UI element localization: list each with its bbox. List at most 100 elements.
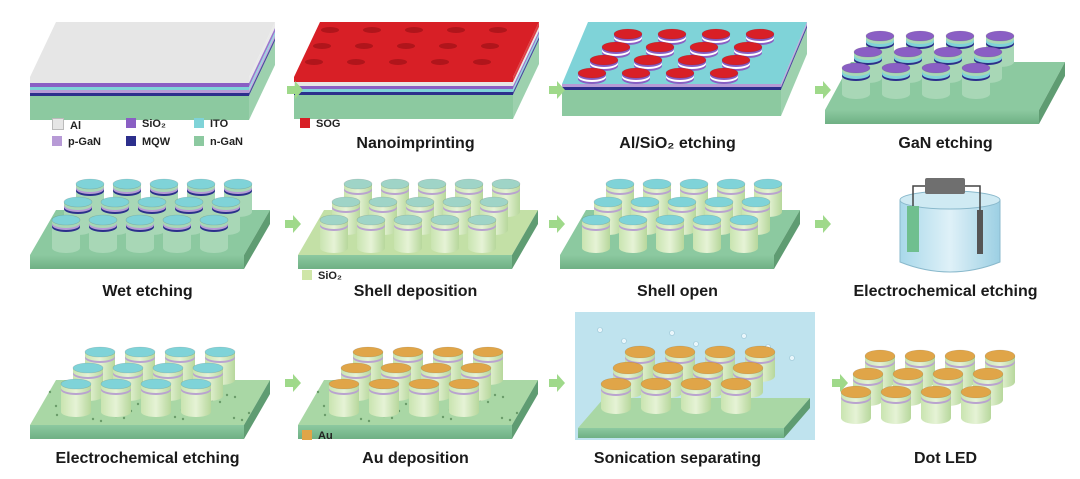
nanorod-top <box>408 378 440 390</box>
nanorod-top <box>701 28 731 40</box>
nanorod-top <box>621 67 651 79</box>
nanorod-layer-band <box>906 42 934 49</box>
material-legend: Al SiO₂ ITO p-GaN MQW n-GaN <box>52 118 282 152</box>
nanorod-layer-band <box>866 39 894 47</box>
nanorod-top <box>199 214 229 226</box>
nanorod-top <box>112 178 142 190</box>
legend-ngan-label: n-GaN <box>210 136 243 148</box>
nanorod-top <box>864 349 896 363</box>
nanorod-layer-band <box>702 36 730 43</box>
masked-disc <box>645 41 675 58</box>
caption-electrochemical-etching: Electrochemical etching <box>55 450 240 467</box>
legend-mqw: MQW <box>126 136 170 148</box>
wafer-layer <box>562 84 781 87</box>
nanorod-layer-band <box>946 39 974 47</box>
nanorod-top <box>149 178 179 190</box>
wafer-layer <box>30 90 249 93</box>
nanorod-layer-band <box>187 189 215 196</box>
nanorod-top <box>657 28 687 40</box>
nanorod-layer-band <box>656 224 684 231</box>
wafer-layer-side <box>249 28 275 87</box>
separating-dot <box>600 377 632 414</box>
nanorod-layer-band <box>721 388 751 396</box>
panel-electrochemical-etching <box>30 346 270 439</box>
dot-led <box>960 385 992 424</box>
dot-led <box>840 385 872 424</box>
nanorod <box>408 378 440 417</box>
nanorod-body <box>841 392 871 424</box>
nanorod-layer-band <box>582 224 610 231</box>
porous-dot <box>515 411 519 415</box>
step-arrow <box>549 81 565 99</box>
nanorod-layer-band <box>666 75 694 82</box>
nanorod-top <box>840 385 872 399</box>
nanorod-layer-band <box>961 396 991 404</box>
nanorod-top <box>417 178 447 190</box>
nanorod-top <box>744 345 776 359</box>
legend-al: Al <box>52 118 81 132</box>
nanorod-top <box>368 378 400 390</box>
masked-disc <box>633 54 663 71</box>
nanorod-layer-band <box>406 206 434 213</box>
nanorod-top <box>356 214 386 226</box>
nanorod-layer-band <box>921 396 951 404</box>
nanorod-top <box>442 196 472 208</box>
nanorod <box>140 378 172 417</box>
porous-dot <box>441 415 445 419</box>
substrate-front <box>560 255 774 269</box>
nanorod-top <box>920 385 952 399</box>
nanorod-top <box>331 196 361 208</box>
nanorod-top <box>124 346 156 358</box>
nanorod-top <box>211 196 241 208</box>
nanorod-layer-band <box>933 378 963 386</box>
nanorod-top <box>709 67 739 79</box>
nanorod-layer-band <box>602 49 630 56</box>
nanorod-top <box>613 28 643 40</box>
nanorod-top <box>192 362 224 374</box>
nanorod-top <box>430 214 460 226</box>
nanorod-layer-band <box>742 206 770 213</box>
porous-dot <box>247 411 251 415</box>
nanorod-layer-band <box>443 206 471 213</box>
nanorod-layer-band <box>922 71 950 79</box>
nanorod-top <box>51 214 81 226</box>
bubble <box>621 338 627 344</box>
nanorod-layer-band <box>64 207 92 214</box>
nanorod-layer-band <box>101 388 131 395</box>
nanorod-body <box>468 220 496 253</box>
nanorod-layer-band <box>187 187 215 194</box>
step-arrow <box>549 374 565 392</box>
imprint-hole <box>481 43 499 49</box>
nanorod-top <box>933 46 963 58</box>
nanorod-layer-band <box>421 372 451 379</box>
legend-sio2: SiO₂ <box>126 118 166 130</box>
nanorod-top <box>881 62 911 74</box>
step-arrow <box>815 215 831 233</box>
wafer-layer <box>30 87 249 90</box>
nanorod-layer-band <box>73 372 103 379</box>
porous-dot <box>316 390 320 394</box>
legend-au-label: Au <box>318 430 333 442</box>
nanorod-layer-band <box>409 388 439 395</box>
nanorod-layer-band <box>480 206 508 213</box>
wafer-layer <box>294 82 513 86</box>
nanorod-top <box>618 214 648 226</box>
wire-left <box>912 185 925 208</box>
nanorod <box>729 214 759 253</box>
bubble <box>789 355 795 361</box>
nanorod-layer-band <box>634 62 662 69</box>
nanorod-layer-band <box>934 55 962 63</box>
nanorod-layer-band <box>125 356 155 363</box>
nanorod-layer-band <box>101 205 129 212</box>
panel-al-sio2-etching <box>562 22 807 116</box>
nanorod-body <box>101 384 131 417</box>
gan-nanorod <box>881 62 911 99</box>
legend-au: Au <box>302 430 333 442</box>
imprint-hole <box>431 59 449 65</box>
nanorod <box>88 214 118 253</box>
nanorod-layer-band <box>594 206 622 213</box>
nanorod-layer-band <box>922 74 950 81</box>
wafer-layer <box>30 96 249 120</box>
masked-disc <box>745 28 775 45</box>
nanorod-top <box>343 178 373 190</box>
